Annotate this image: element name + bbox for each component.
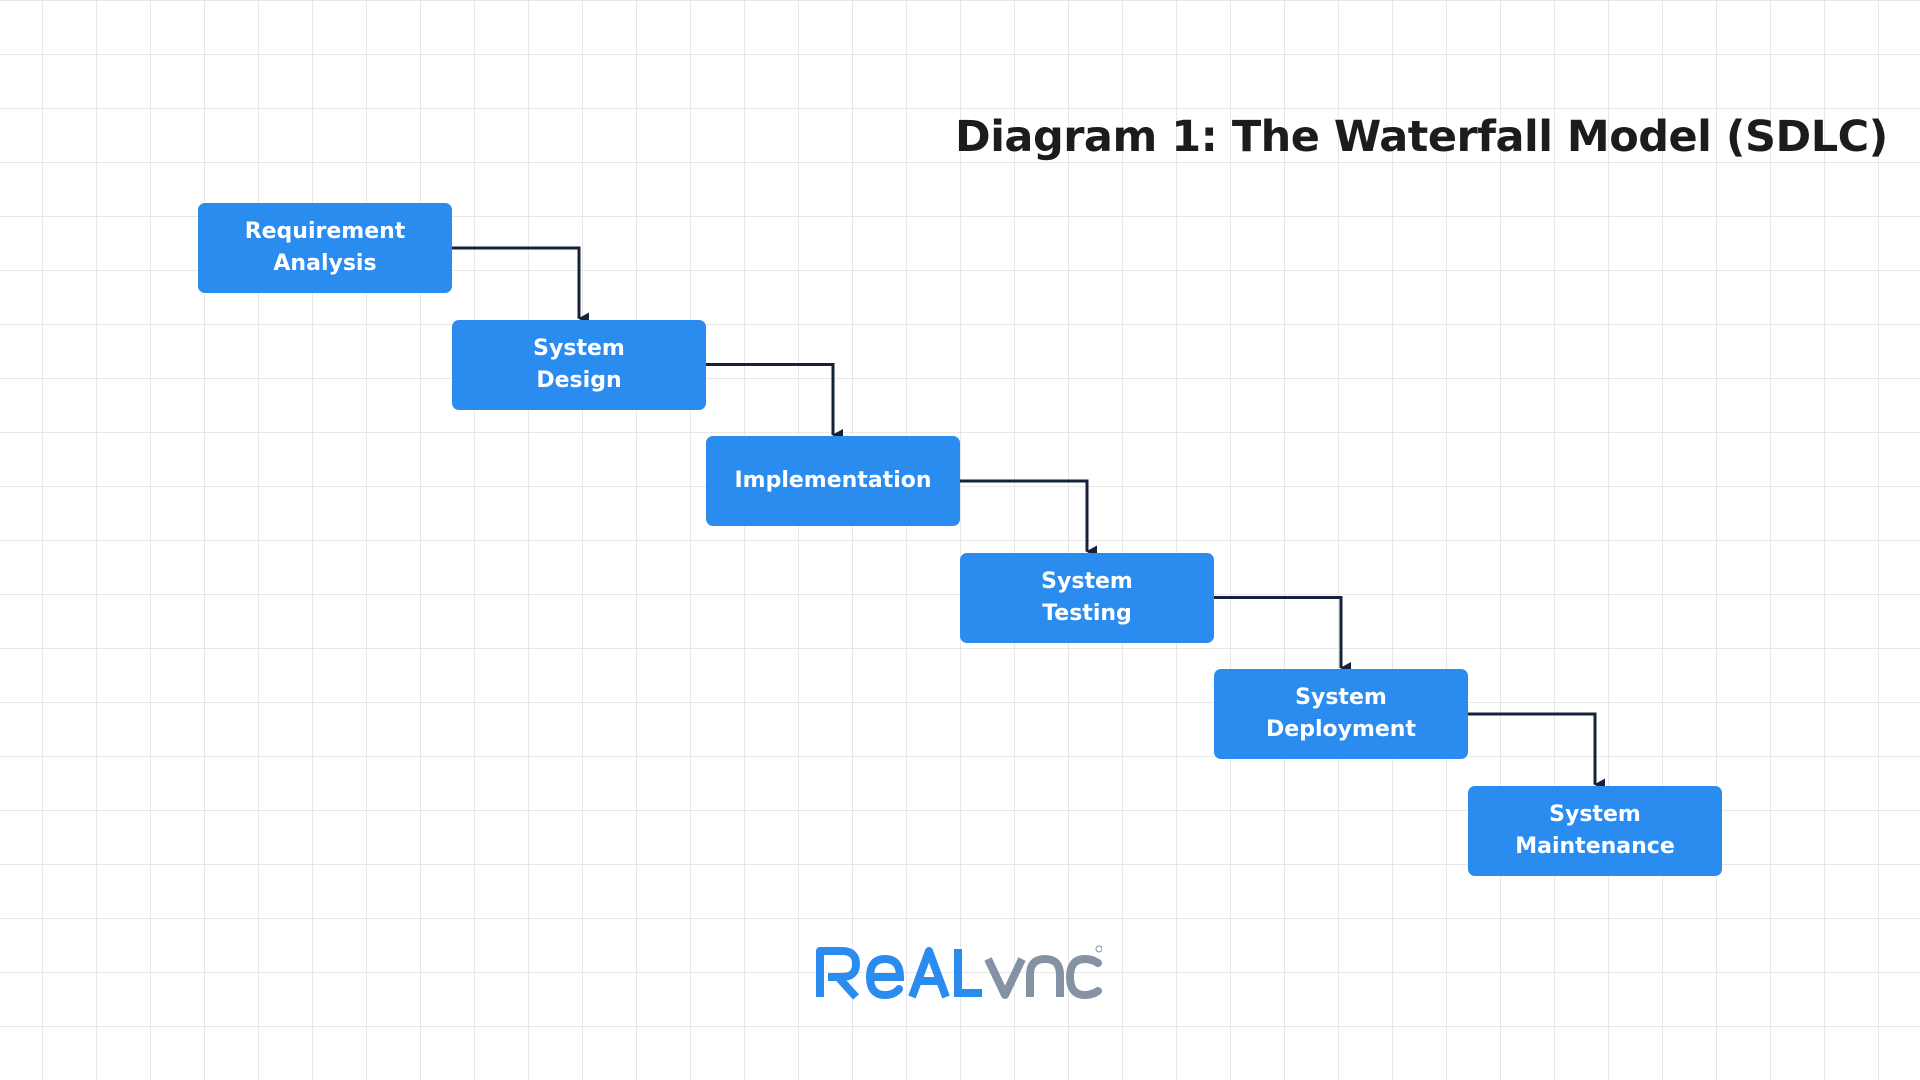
connector-arrow-4 <box>1214 596 1351 674</box>
stage-label: System Design <box>533 335 625 393</box>
stage-label: Requirement Analysis <box>244 219 406 276</box>
stage-system-design: System Design <box>452 319 706 410</box>
stage-system-deployment: System Deployment <box>1214 669 1468 759</box>
connector-arrow-2 <box>706 363 843 441</box>
logo-letter-l <box>954 949 982 997</box>
stage-label: System Testing <box>1041 568 1133 626</box>
registered-mark-icon <box>1095 945 1102 953</box>
diagram-title: Diagram 1: The Waterfall Model (SDLC) <box>955 112 1888 162</box>
connector-arrow-1 <box>452 246 589 325</box>
logo-letter-a <box>908 947 950 999</box>
logo-letter-e <box>865 954 905 1000</box>
logo-letter-r <box>816 947 860 1000</box>
logo-letter-c <box>1065 954 1102 1000</box>
connector-arrow-5 <box>1468 712 1605 791</box>
logo-letter-n <box>1026 954 1064 997</box>
realvnc-logo <box>816 945 1102 1000</box>
stage-label: Implementation <box>734 468 932 493</box>
stage-system-maintenance: System Maintenance <box>1468 785 1722 876</box>
logo-letter-v <box>984 957 1026 999</box>
connector-arrow-3 <box>960 479 1097 558</box>
stage-implementation: Implementation <box>706 436 960 526</box>
stage-label: System Maintenance <box>1515 801 1675 859</box>
stage-requirement-analysis: Requirement Analysis <box>198 203 452 293</box>
stage-system-testing: System Testing <box>960 552 1214 643</box>
stage-label: System Deployment <box>1266 685 1416 742</box>
